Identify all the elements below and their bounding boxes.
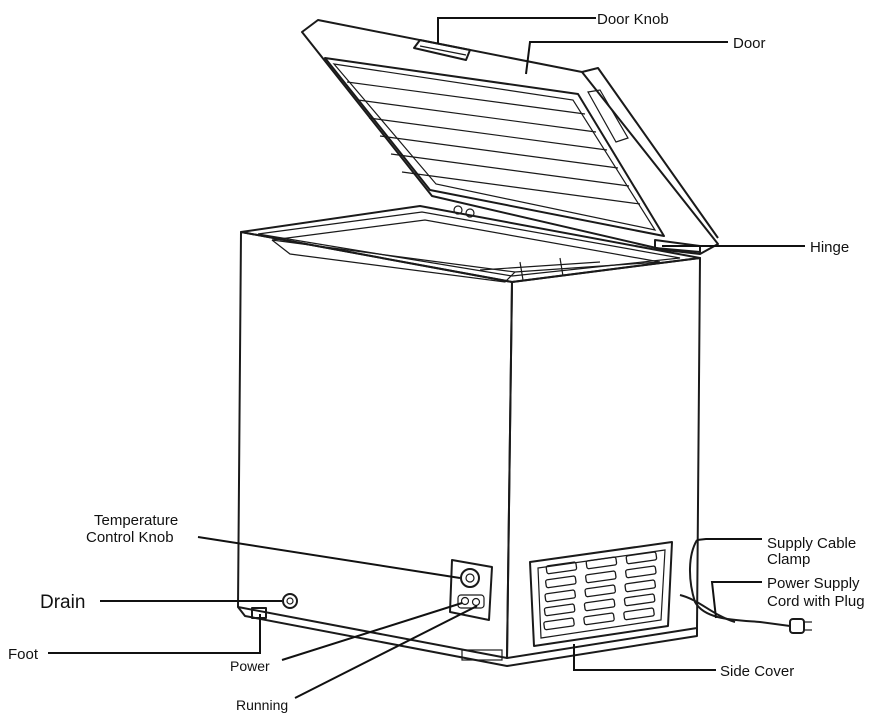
label-temperature-control-knob-2: Control Knob [86, 529, 174, 546]
labels: Door Knob Door Hinge Temperature Control… [8, 11, 865, 713]
vent-slot [543, 617, 575, 631]
label-power: Power [230, 658, 270, 674]
label-door: Door [733, 35, 766, 52]
vent-slot [583, 598, 616, 612]
vent-slot [623, 607, 655, 621]
vent-slot [624, 579, 657, 593]
vent-slot [545, 561, 578, 575]
door-knob [413, 39, 471, 61]
vent-slot [625, 565, 657, 579]
label-door-knob: Door Knob [597, 11, 669, 28]
vent-slot [585, 556, 618, 570]
side-cover [529, 541, 673, 647]
label-running: Running [236, 697, 288, 713]
control-panel [449, 559, 493, 621]
label-power-supply-cord-2: Cord with Plug [767, 593, 865, 610]
label-hinge: Hinge [810, 239, 849, 256]
vent-slot [583, 612, 615, 626]
vent-slot [545, 575, 577, 589]
vent-slot [543, 603, 576, 617]
label-temperature-control-knob-1: Temperature [94, 512, 178, 529]
label-supply-cable-clamp-2: Clamp [767, 551, 810, 568]
cabinet-body [237, 205, 701, 667]
label-side-cover: Side Cover [720, 663, 794, 680]
leader-lines [48, 17, 805, 699]
vent-slot [584, 584, 617, 598]
temperature-control-knob [460, 568, 480, 588]
label-drain: Drain [40, 592, 85, 613]
label-foot: Foot [8, 646, 39, 663]
supply-cable [679, 539, 812, 634]
vent-slots [543, 551, 658, 631]
label-power-supply-cord-1: Power Supply [767, 575, 860, 592]
indicator-lights [457, 594, 485, 609]
door-lid [301, 19, 719, 255]
vent-slot [544, 589, 577, 603]
label-supply-cable-clamp-1: Supply Cable [767, 535, 856, 552]
drain [282, 593, 298, 609]
vent-slot [585, 570, 617, 584]
vent-slot [625, 551, 658, 565]
vent-slot [623, 593, 656, 607]
